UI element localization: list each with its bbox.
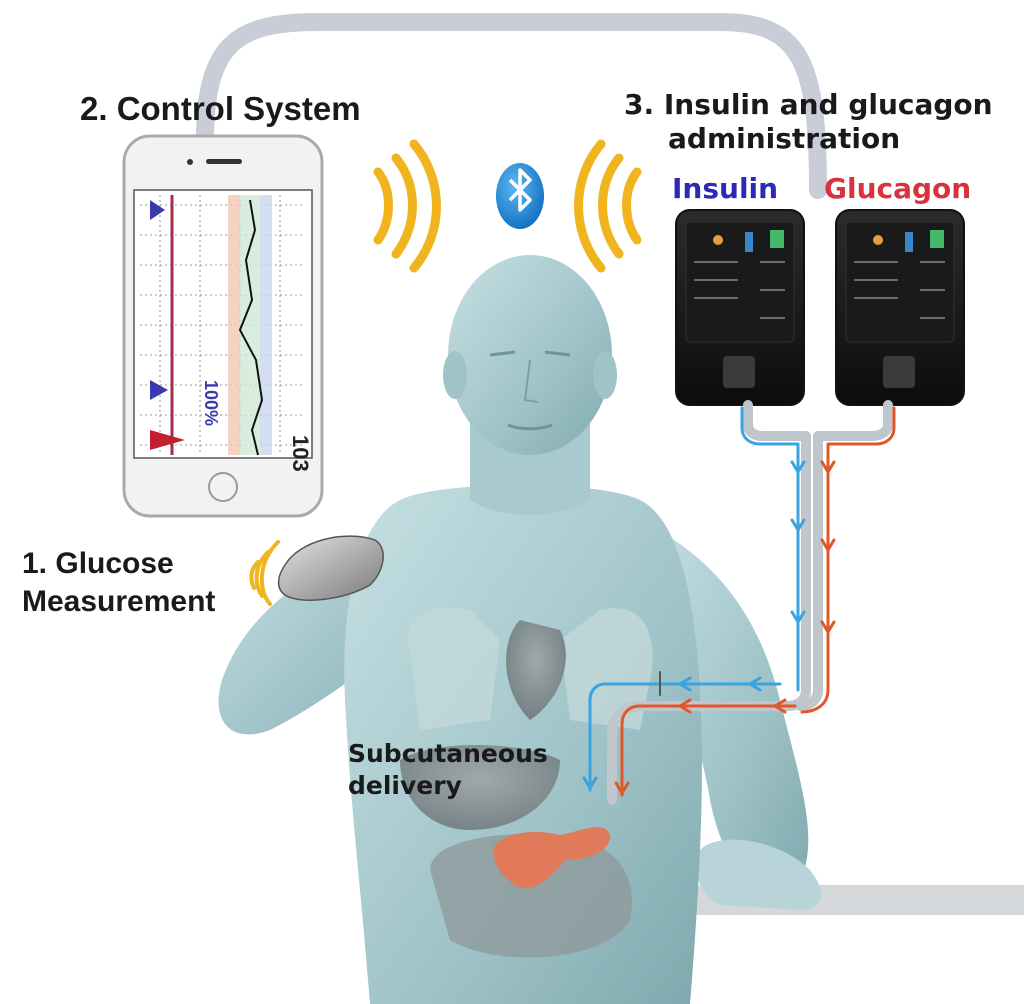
glucagon-pump-icon <box>835 209 965 406</box>
delivery-tubing <box>582 400 896 805</box>
bluetooth-icon <box>496 163 544 229</box>
communication-arc <box>196 13 827 199</box>
subcutaneous-delivery-label: Subcutaneous delivery <box>348 738 548 802</box>
phone-glucose-value: 103 <box>288 435 313 472</box>
insulin-pump-icon <box>675 209 805 406</box>
heart <box>506 620 566 720</box>
insulin-label: Insulin <box>672 172 779 205</box>
pancreas <box>493 827 611 889</box>
liver <box>400 745 560 830</box>
glucose-sensor-icon <box>277 535 384 601</box>
glucose-measurement-label: 1. Glucose Measurement <box>22 545 215 621</box>
administration-label: 3. Insulin and glucagon administration <box>624 88 993 156</box>
glucose-label-line2: Measurement <box>22 585 216 618</box>
administration-label-line2: administration <box>668 122 901 155</box>
internal-organs <box>400 607 653 958</box>
phone-icon: 103 100% <box>122 134 324 518</box>
wireless-signal-icon <box>373 139 642 273</box>
subq-label-line1: Subcutaneous <box>348 739 548 768</box>
sensor-wireless-icon <box>249 540 280 606</box>
phone-trend-label: 100% <box>201 380 221 426</box>
control-system-label: 2. Control System <box>80 90 361 127</box>
glucagon-label: Glucagon <box>824 172 972 205</box>
subq-label-line2: delivery <box>348 771 462 800</box>
administration-label-line1: 3. Insulin and glucagon <box>624 88 993 121</box>
glucose-label-line1: 1. Glucose <box>22 547 174 580</box>
intestines <box>430 833 632 958</box>
